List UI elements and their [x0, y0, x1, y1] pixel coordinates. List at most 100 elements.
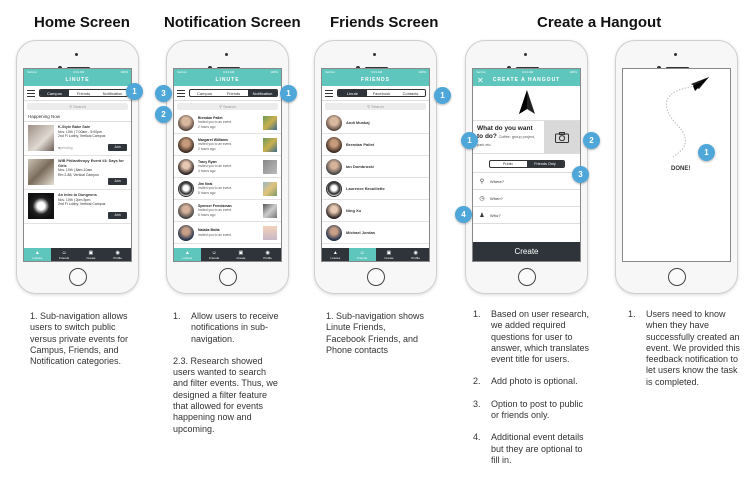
search-icon: ⚲ [367, 104, 372, 109]
event-card[interactable]: An Intro to Dungeons Nov. 10th | 2pm-5pm… [24, 190, 131, 224]
tab-linute[interactable]: Linute [338, 90, 367, 96]
tabbar-friends[interactable]: ☺Friends [348, 248, 376, 261]
join-button[interactable]: Join [108, 212, 127, 219]
event-thumbnail [263, 203, 277, 218]
filter-icon[interactable] [27, 89, 35, 97]
friend-item[interactable]: Michael Jordan [322, 222, 429, 244]
tabbar-profile[interactable]: ◉Profile [402, 248, 429, 261]
tab-bar: ▲Linutes ☺Friends ▣Create ◉Profile [322, 248, 429, 261]
profile-icon: ◉ [265, 250, 270, 256]
app-title: FRIENDS [322, 75, 429, 86]
filter-icon[interactable] [325, 89, 333, 97]
tabbar-create[interactable]: ▣Create [78, 248, 105, 261]
close-icon[interactable]: ✕ [477, 76, 485, 85]
tab-contacts[interactable]: Contacts [402, 91, 419, 96]
search-input[interactable]: ⚲ Search [27, 103, 128, 110]
profile-icon: ◉ [413, 250, 418, 256]
event-card[interactable]: WIB Philanthropy Event #3: Days for Girl… [24, 156, 131, 190]
event-title: K-Style Bake Sale [58, 125, 91, 129]
friend-item[interactable]: Brendan Pallet [322, 134, 429, 156]
phone-home: Verizon 9:41 AM 100% LINUTE Campus Frien… [16, 40, 139, 294]
tab-friends[interactable]: Friends [76, 91, 91, 96]
tab-facebook[interactable]: Facebook [372, 91, 391, 96]
tabbar-friends[interactable]: ☺Friends [201, 248, 228, 261]
done-label: DONE! [671, 166, 691, 172]
friend-item[interactable]: Ian Dombroski [322, 156, 429, 178]
avatar [178, 114, 194, 131]
tab-notification[interactable]: Notification [102, 91, 123, 96]
status-bar: Verizon 9:41 AM 100% [24, 69, 131, 75]
tabbar-profile[interactable]: ◉Profile [254, 248, 281, 261]
filter-icon[interactable] [177, 89, 185, 97]
event-thumbnail [263, 181, 277, 196]
avatar [178, 202, 194, 219]
tabbar-linutes[interactable]: ▲Linutes [322, 248, 349, 261]
join-button[interactable]: Join [108, 144, 127, 151]
sub-navigation: Linute Facebook Contacts [322, 86, 429, 101]
tab-campus[interactable]: Campus [40, 90, 69, 96]
friend-item[interactable]: Laurence Brouillette [322, 178, 429, 200]
event-thumbnail [263, 225, 277, 240]
join-button[interactable]: Join [108, 178, 127, 185]
tabbar-profile[interactable]: ◉Profile [104, 248, 131, 261]
tabbar-linutes[interactable]: ▲Linutes [24, 248, 51, 261]
event-card[interactable]: K-Style Bake Sale Nov. 10th | 7:00am - 5… [24, 122, 131, 156]
title-home-screen: Home Screen [34, 14, 130, 31]
what-input[interactable]: What do you want to do? Coffee, group pr… [477, 125, 536, 147]
annotation-badge: 1 [126, 83, 143, 100]
friends-icon: ☺ [211, 250, 217, 256]
search-icon: ⚲ [69, 104, 74, 109]
clock-icon: ◷ [479, 195, 485, 202]
tab-notification[interactable]: Notification [248, 90, 277, 96]
note-notification: 1.Allow users to receive notifications i… [173, 311, 279, 434]
tabbar-create[interactable]: ▣Create [228, 248, 255, 261]
segmented-tabs: Campus Friends Notification [189, 89, 278, 97]
create-button[interactable]: Create [473, 242, 580, 261]
avatar [326, 158, 342, 175]
event-when: Nov. 10th | 8am-10am [58, 168, 93, 172]
where-field[interactable]: ⚲Where? [473, 173, 580, 190]
home-button [69, 268, 87, 286]
friends-only-option[interactable]: Friends Only [526, 161, 564, 167]
avatar [326, 180, 342, 197]
tabbar-create[interactable]: ▣Create [376, 248, 403, 261]
add-photo-button[interactable] [544, 121, 580, 153]
when-field[interactable]: ◷When? [473, 190, 580, 207]
tabbar-linutes[interactable]: ▲Linutes [174, 248, 201, 261]
search-input[interactable]: ⚲ Search [325, 103, 426, 110]
who-field[interactable]: ♟Who? [473, 207, 580, 224]
friend-item[interactable]: Ning Xu [322, 200, 429, 222]
linute-logo-icon: ▲ [332, 250, 338, 256]
app-title: LINUTE [24, 75, 131, 86]
friend-item[interactable]: Andi Muskaj [322, 112, 429, 134]
person-icon: ♟ [479, 212, 485, 219]
group-icon: ■ [58, 146, 61, 150]
tab-friends[interactable]: Friends [226, 91, 241, 96]
app-title: ✕ CREATE A HANGOUT [473, 75, 580, 86]
segmented-tabs: Linute Facebook Contacts [337, 89, 426, 97]
segmented-tabs: Campus Friends Notification [39, 89, 128, 97]
event-where: 2nd Fl Lobby, Vertical Campus [58, 134, 106, 138]
public-option[interactable]: Public [502, 162, 514, 166]
avatar [178, 180, 194, 197]
tabbar-friends[interactable]: ☺Friends [51, 248, 78, 261]
event-image [28, 159, 54, 185]
tab-campus[interactable]: Campus [197, 91, 212, 96]
create-icon: ▣ [88, 250, 94, 256]
annotation-badge: 1 [434, 87, 451, 104]
avatar [178, 136, 194, 153]
search-input[interactable]: ⚲ Search [177, 103, 278, 110]
pending-status: ■pending [58, 146, 73, 150]
linute-logo [473, 86, 580, 120]
